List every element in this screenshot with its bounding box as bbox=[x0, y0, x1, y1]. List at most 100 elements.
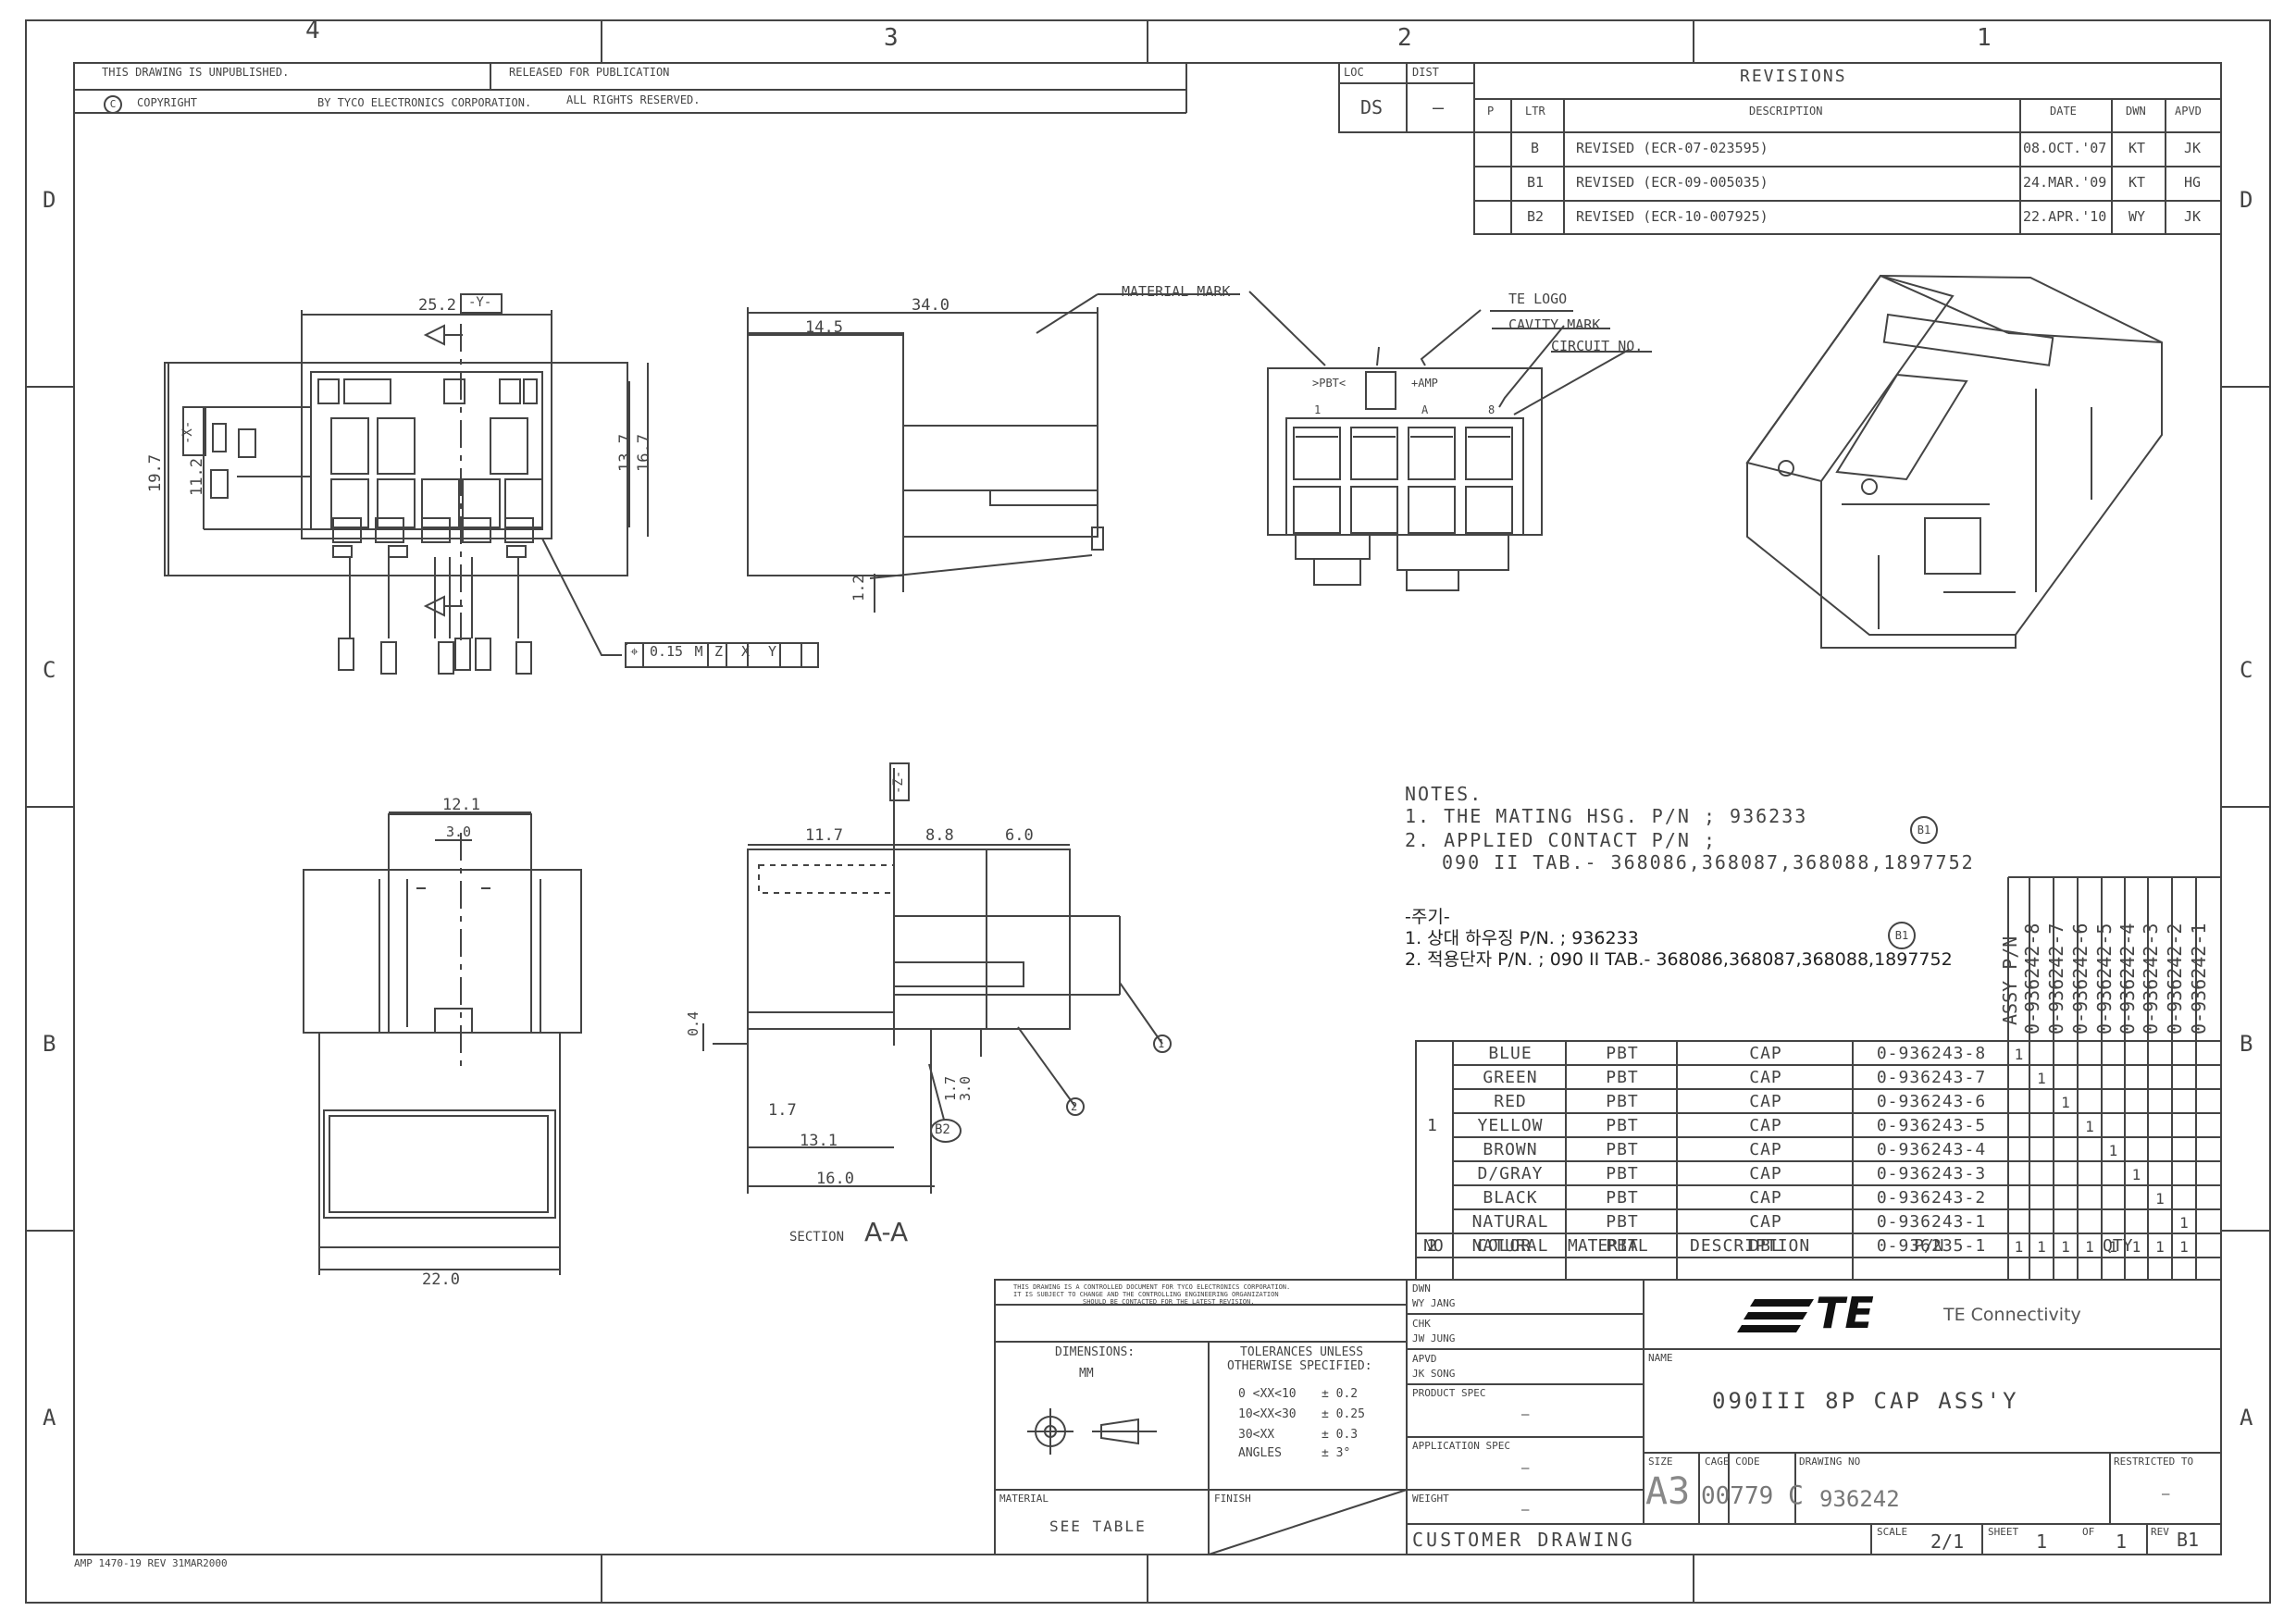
size-label: SIZE bbox=[1648, 1456, 1673, 1468]
mark-circuit-8: 8 bbox=[1488, 403, 1496, 416]
rev-label: REV bbox=[2151, 1526, 2169, 1538]
section-view bbox=[702, 762, 1172, 1194]
rev-row-apvd: HG bbox=[2184, 174, 2202, 191]
isometric-view bbox=[1745, 274, 2163, 649]
notes-title: NOTES. bbox=[1405, 783, 1483, 805]
dist-label: DIST bbox=[1412, 66, 1439, 79]
datum-z: -Z- bbox=[891, 770, 906, 794]
te-logo-text: TE bbox=[1816, 1288, 1874, 1338]
bom-qty: 1 bbox=[2108, 1238, 2118, 1256]
dim-34-0: 34.0 bbox=[912, 296, 949, 315]
assy-pn: 0-936242-4 bbox=[2116, 923, 2139, 1035]
assy-pn: 0-936242-5 bbox=[2093, 923, 2116, 1035]
rev-row-desc: REVISED (ECR-07-023595) bbox=[1576, 140, 1769, 156]
rev-value: B1 bbox=[2177, 1529, 2200, 1551]
bom-header-description: DESCRIPTION bbox=[1690, 1236, 1811, 1256]
bom-cell-color: YELLOW bbox=[1477, 1116, 1544, 1135]
drawing-no-label: DRAWING NO bbox=[1799, 1456, 1861, 1468]
bom-cell-material: PBT bbox=[1606, 1068, 1639, 1087]
bom-qty: 1 bbox=[2131, 1166, 2141, 1183]
feature-control-frame: ⌖ 0.15 M Z X Y bbox=[626, 645, 783, 659]
dim-3-0: 3.0 bbox=[446, 824, 472, 840]
rev-row-apvd: JK bbox=[2184, 140, 2202, 156]
callout-material-mark: MATERIAL MARK bbox=[1122, 283, 1231, 300]
fcf-datum-y: Y bbox=[767, 643, 777, 660]
rev-row-ltr: B1 bbox=[1527, 174, 1545, 191]
customer-drawing: CUSTOMER DRAWING bbox=[1412, 1529, 1635, 1551]
rev-row-date: 24.MAR.'09 bbox=[2023, 174, 2107, 191]
dim-19-7: 19.7 bbox=[146, 454, 165, 492]
rev-row-dwn: KT bbox=[2128, 174, 2146, 191]
tolerance-range-2: 10<XX<30 bbox=[1238, 1407, 1297, 1421]
copyright-symbol: C bbox=[104, 95, 122, 114]
bom-cell-pn: 0-936243-4 bbox=[1876, 1140, 1987, 1159]
te-logo-icon bbox=[1737, 1299, 1814, 1332]
korean-note-1: 1. 상대 하우징 P/N. ; 936233 bbox=[1405, 928, 1639, 948]
controlled-document-line-2: IT IS SUBJECT TO CHANGE AND THE CONTROLL… bbox=[1013, 1291, 1279, 1298]
tolerance-value-3: ± 0.3 bbox=[1322, 1428, 1359, 1442]
front-view bbox=[164, 293, 819, 675]
bom-header-color: COLOR bbox=[1477, 1236, 1533, 1256]
tolerances-label-1: TOLERANCES UNLESS bbox=[1240, 1345, 1364, 1359]
copyright-text: COPYRIGHT bbox=[137, 96, 198, 109]
korean-note-2: 2. 적용단자 P/N. ; 090 II TAB.- 368086,36808… bbox=[1405, 949, 1953, 970]
zone-top-1: 1 bbox=[1977, 24, 1992, 52]
dim-8-8: 8.8 bbox=[925, 826, 954, 845]
rev-header-dwn: DWN bbox=[2126, 105, 2146, 118]
loc-label: LOC bbox=[1344, 66, 1364, 79]
note-2-detail: 090 II TAB.- 368086,368087,368088,189775… bbox=[1442, 851, 1975, 873]
dim-22-0: 22.0 bbox=[422, 1270, 460, 1289]
bom-cell-color: BROWN bbox=[1483, 1140, 1538, 1159]
zone-top-3: 3 bbox=[884, 24, 899, 52]
rev-header-ltr: LTR bbox=[1525, 105, 1545, 118]
dim-11-7: 11.7 bbox=[805, 826, 843, 845]
bom-cell-pn: 0-936243-1 bbox=[1876, 1212, 1987, 1232]
bom-header-no: NO bbox=[1423, 1236, 1444, 1256]
tolerance-angles: ANGLES bbox=[1238, 1446, 1282, 1460]
zone-side-a-left: A bbox=[43, 1405, 56, 1431]
zone-side-c-right: C bbox=[2240, 657, 2253, 683]
balloon-item-1: 1 bbox=[1158, 1037, 1165, 1050]
dim-1-7: 1.7 bbox=[768, 1101, 797, 1120]
bom-qty: 1 bbox=[2037, 1238, 2046, 1256]
rev-row-dwn: WY bbox=[2128, 208, 2146, 225]
rev-row-dwn: KT bbox=[2128, 140, 2146, 156]
bom-cell-color: D/GRAY bbox=[1477, 1164, 1544, 1183]
mark-amp: +AMP bbox=[1411, 377, 1438, 390]
bom-qty: 1 bbox=[2061, 1238, 2070, 1256]
application-spec-value: – bbox=[1521, 1461, 1530, 1476]
dwn-value: WY JANG bbox=[1412, 1297, 1456, 1309]
material-label: MATERIAL bbox=[999, 1493, 1049, 1505]
sheet-label: SHEET bbox=[1988, 1526, 2019, 1538]
datum-y: -Y- bbox=[468, 295, 492, 310]
mark-cavity-a: A bbox=[1421, 403, 1429, 416]
assy-pn: 0-936242-6 bbox=[2069, 923, 2091, 1035]
bom-cell-material: PBT bbox=[1606, 1188, 1639, 1208]
title-block-grid bbox=[994, 1279, 2222, 1555]
dim-16-0: 16.0 bbox=[816, 1170, 854, 1188]
datum-x: -X- bbox=[180, 420, 195, 444]
rev-row-date: 08.OCT.'07 bbox=[2023, 140, 2107, 156]
balloon-item-2: 2 bbox=[1071, 1100, 1078, 1113]
dim-6-0: 6.0 bbox=[1005, 826, 1034, 845]
rev-header-description: DESCRIPTION bbox=[1749, 105, 1823, 118]
dim-3-0-vertical: 3.0 bbox=[957, 1075, 974, 1101]
top-view bbox=[303, 812, 582, 1275]
bom-cell-material: PBT bbox=[1606, 1092, 1639, 1111]
assy-pn: 0-936242-7 bbox=[2045, 923, 2067, 1035]
rev-row-apvd: JK bbox=[2184, 208, 2202, 225]
tolerance-range-1: 0 <XX<10 bbox=[1238, 1387, 1297, 1401]
callout-cavity-mark: CAVITY MARK bbox=[1508, 316, 1601, 333]
dim-1-2: 1.2 bbox=[850, 575, 867, 601]
bom-qty: 1 bbox=[2061, 1094, 2070, 1111]
cavity-view bbox=[1248, 291, 1652, 591]
zone-side-d-right: D bbox=[2240, 187, 2253, 213]
product-spec-label: PRODUCT SPEC bbox=[1412, 1387, 1486, 1399]
released-text: RELEASED FOR PUBLICATION bbox=[509, 66, 670, 79]
bom-cell-description: CAP bbox=[1749, 1044, 1782, 1063]
assy-pn: 0-936242-2 bbox=[2164, 923, 2186, 1035]
dimensions-unit: MM bbox=[1079, 1367, 1094, 1381]
mark-circuit-1: 1 bbox=[1314, 403, 1322, 416]
zone-side-a-right: A bbox=[2240, 1405, 2253, 1431]
